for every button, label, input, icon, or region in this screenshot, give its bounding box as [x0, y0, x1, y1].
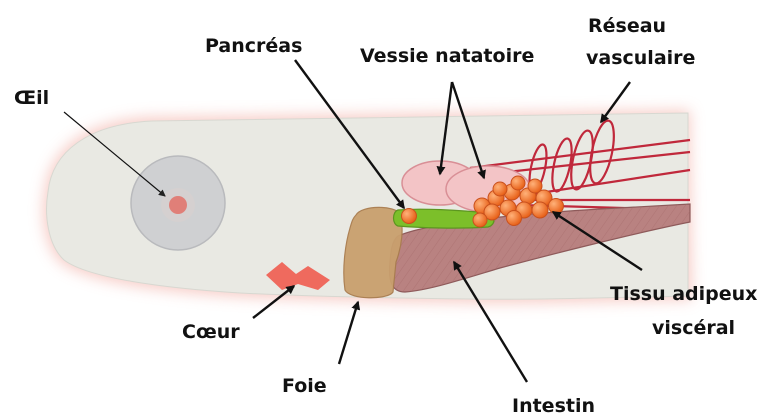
label-foie: Foie	[282, 374, 327, 398]
eye-pupil	[169, 196, 187, 214]
label-reseau-line1: Réseau	[588, 14, 666, 38]
leader-foie	[339, 302, 358, 364]
label-intestin: Intestin	[512, 394, 595, 418]
label-oeil: Œil	[14, 86, 49, 110]
label-vessie-natatoire: Vessie natatoire	[360, 44, 534, 68]
label-reseau-line2: vasculaire	[586, 46, 695, 70]
label-coeur: Cœur	[182, 320, 240, 344]
label-tissu-line1: Tissu adipeux	[610, 282, 757, 306]
label-pancreas: Pancréas	[205, 34, 302, 58]
label-tissu-line2: viscéral	[652, 316, 735, 340]
